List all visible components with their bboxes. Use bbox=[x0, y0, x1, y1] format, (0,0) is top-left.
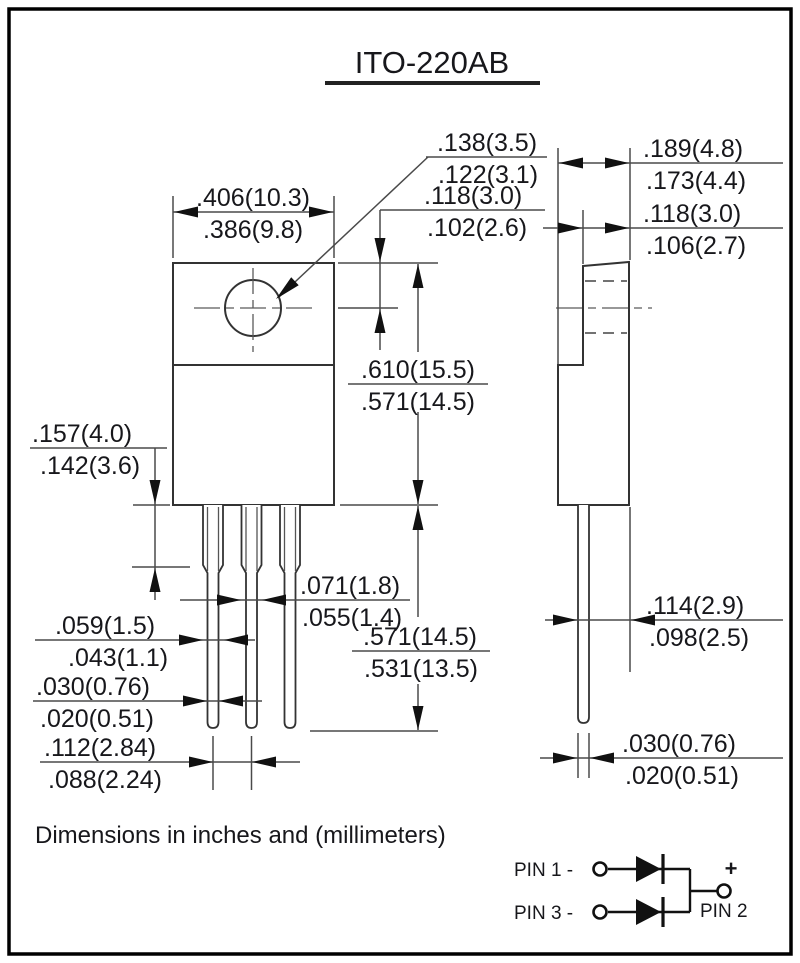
title-block: ITO-220AB bbox=[325, 45, 540, 85]
dim-value-top: .030(0.76) bbox=[36, 673, 150, 701]
arrowhead bbox=[590, 752, 614, 764]
dim-total-depth: .189(4.8) .173(4.4) bbox=[557, 135, 783, 364]
pinout-schematic: PIN 1 - PIN 3 - PIN 2 + bbox=[514, 854, 748, 927]
package-body-side bbox=[557, 260, 630, 506]
arrowhead bbox=[553, 752, 577, 764]
dim-body-width: .406(10.3) .386(9.8) bbox=[172, 184, 335, 258]
lead-3 bbox=[279, 505, 301, 729]
arrowhead bbox=[412, 480, 424, 504]
arrowhead bbox=[559, 157, 583, 169]
arrowhead bbox=[276, 277, 299, 299]
arrowhead bbox=[553, 614, 577, 626]
dim-value-top: .071(1.8) bbox=[300, 572, 400, 600]
dim-value-top: .114(2.9) bbox=[646, 592, 744, 620]
dim-value-bottom: .055(1.4) bbox=[302, 604, 402, 632]
dim-hole-position: .118(3.0) .102(2.6) bbox=[338, 182, 545, 350]
arrowhead bbox=[174, 206, 198, 218]
dim-value-top: .157(4.0) bbox=[32, 420, 132, 448]
dim-value-top: .610(15.5) bbox=[361, 356, 475, 384]
arrowhead bbox=[605, 222, 629, 234]
arrowhead bbox=[558, 222, 582, 234]
arrowhead bbox=[149, 568, 161, 592]
arrowhead bbox=[224, 634, 248, 646]
arrowhead bbox=[412, 506, 424, 530]
arrowhead bbox=[217, 594, 241, 606]
leader-line bbox=[278, 156, 429, 298]
arrowhead bbox=[189, 756, 213, 768]
arrowhead bbox=[219, 695, 243, 707]
page-title: ITO-220AB bbox=[355, 45, 510, 80]
dim-lead-width-upper: .071(1.8) .055(1.4) bbox=[180, 572, 410, 632]
dim-lead-pitch: .112(2.84) .088(2.24) bbox=[40, 734, 300, 794]
dim-lead-offset: .114(2.9) .098(2.5) bbox=[545, 507, 783, 672]
side-view bbox=[556, 260, 652, 724]
dim-body-depth: .118(3.0) .106(2.7) bbox=[543, 200, 783, 264]
lead-side bbox=[577, 505, 590, 724]
dim-value-top: .406(10.3) bbox=[196, 184, 310, 212]
dim-lead-thickness: .030(0.76) .020(0.51) bbox=[540, 730, 783, 790]
dim-value-bottom: .571(14.5) bbox=[361, 388, 475, 416]
dim-value-bottom: .531(13.5) bbox=[364, 655, 478, 683]
dim-value-bottom: .020(0.51) bbox=[40, 705, 154, 733]
dim-value-top: .059(1.5) bbox=[55, 612, 155, 640]
arrowhead bbox=[374, 309, 386, 333]
arrowhead bbox=[183, 695, 207, 707]
dim-lead-length: .571(14.5) .531(13.5) bbox=[310, 506, 490, 732]
dim-value-top: .189(4.8) bbox=[643, 135, 743, 163]
dim-value-top: .138(3.5) bbox=[437, 129, 537, 157]
dim-value-top: .112(2.84) bbox=[44, 734, 156, 762]
dim-value-top: .571(14.5) bbox=[363, 623, 477, 651]
dim-shoulder-length: .157(4.0) .142(3.6) bbox=[30, 420, 190, 600]
lead-1 bbox=[202, 505, 224, 729]
diode-1-symbol bbox=[636, 856, 661, 882]
units-note: Dimensions in inches and (millimeters) bbox=[35, 822, 446, 849]
dim-lead-width-narrow: .030(0.76) .020(0.51) bbox=[33, 673, 262, 733]
arrowhead bbox=[149, 480, 161, 504]
diode-2-symbol bbox=[636, 899, 661, 925]
dim-value-bottom: .173(4.4) bbox=[646, 167, 746, 195]
arrowhead bbox=[252, 756, 276, 768]
pin2-terminal bbox=[716, 883, 732, 899]
dim-value-bottom: .122(3.1) bbox=[438, 161, 538, 189]
dim-value-top: .118(3.0) bbox=[424, 182, 522, 210]
arrowhead bbox=[374, 238, 386, 262]
arrowhead bbox=[179, 634, 203, 646]
front-view bbox=[172, 262, 335, 729]
pin3-terminal bbox=[592, 904, 608, 920]
dim-body-height: .610(15.5) .571(14.5) bbox=[340, 264, 488, 506]
drawing-border bbox=[7, 7, 793, 956]
arrowhead bbox=[262, 594, 286, 606]
dim-value-bottom: .043(1.1) bbox=[68, 644, 168, 672]
arrowhead bbox=[412, 706, 424, 730]
dim-value-bottom: .142(3.6) bbox=[40, 452, 140, 480]
dim-value-top: .118(3.0) bbox=[643, 200, 741, 228]
lead-2 bbox=[240, 505, 263, 729]
dim-value-bottom: .098(2.5) bbox=[649, 624, 749, 652]
arrowhead bbox=[605, 157, 629, 169]
pin1-terminal bbox=[592, 861, 608, 877]
package-body bbox=[172, 262, 335, 506]
pin3-label: PIN 3 - bbox=[514, 903, 573, 924]
dim-value-bottom: .088(2.24) bbox=[48, 766, 162, 794]
dim-value-bottom: .386(9.8) bbox=[203, 216, 303, 244]
arrowhead bbox=[631, 614, 655, 626]
pin1-label: PIN 1 - bbox=[514, 860, 573, 881]
dim-lead-width-mid: .059(1.5) .043(1.1) bbox=[35, 612, 255, 672]
arrowhead bbox=[309, 206, 333, 218]
dim-hole-diameter: .138(3.5) .122(3.1) bbox=[276, 129, 547, 299]
dim-value-bottom: .102(2.6) bbox=[427, 214, 527, 242]
pin2-label: PIN 2 bbox=[700, 901, 748, 922]
polarity-plus-label: + bbox=[725, 856, 738, 881]
dim-value-bottom: .020(0.51) bbox=[625, 762, 739, 790]
dim-value-bottom: .106(2.7) bbox=[646, 232, 746, 260]
arrowhead bbox=[412, 264, 424, 288]
dim-value-top: .030(0.76) bbox=[622, 730, 736, 758]
